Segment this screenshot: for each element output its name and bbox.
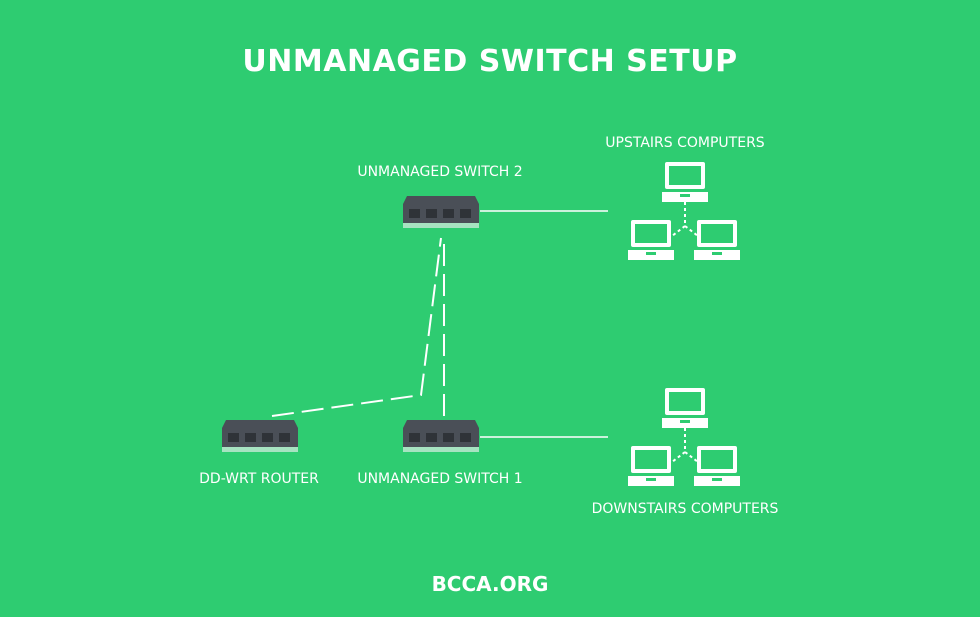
switch2-icon — [403, 196, 479, 228]
downstairs-label: DOWNSTAIRS COMPUTERS — [591, 501, 779, 517]
router-icon — [222, 420, 298, 452]
downstairs-computers-group — [628, 388, 740, 486]
upstairs-label: UPSTAIRS COMPUTERS — [605, 135, 765, 151]
link-router-switch2 — [271, 237, 442, 417]
laptop-icon — [628, 220, 674, 260]
diagram-title: UNMANAGED SWITCH SETUP — [242, 44, 738, 79]
laptop-icon — [662, 162, 708, 202]
router-label: DD-WRT ROUTER — [199, 471, 319, 487]
laptop-icon — [694, 220, 740, 260]
laptop-icon — [694, 446, 740, 486]
laptop-icon — [628, 446, 674, 486]
laptop-icon — [662, 388, 708, 428]
footer-brand: BCCA.ORG — [431, 572, 549, 596]
switch1-icon — [403, 420, 479, 452]
upstairs-computers-group — [628, 162, 740, 260]
switch1-label: UNMANAGED SWITCH 1 — [357, 471, 523, 487]
switch2-label: UNMANAGED SWITCH 2 — [357, 164, 523, 180]
